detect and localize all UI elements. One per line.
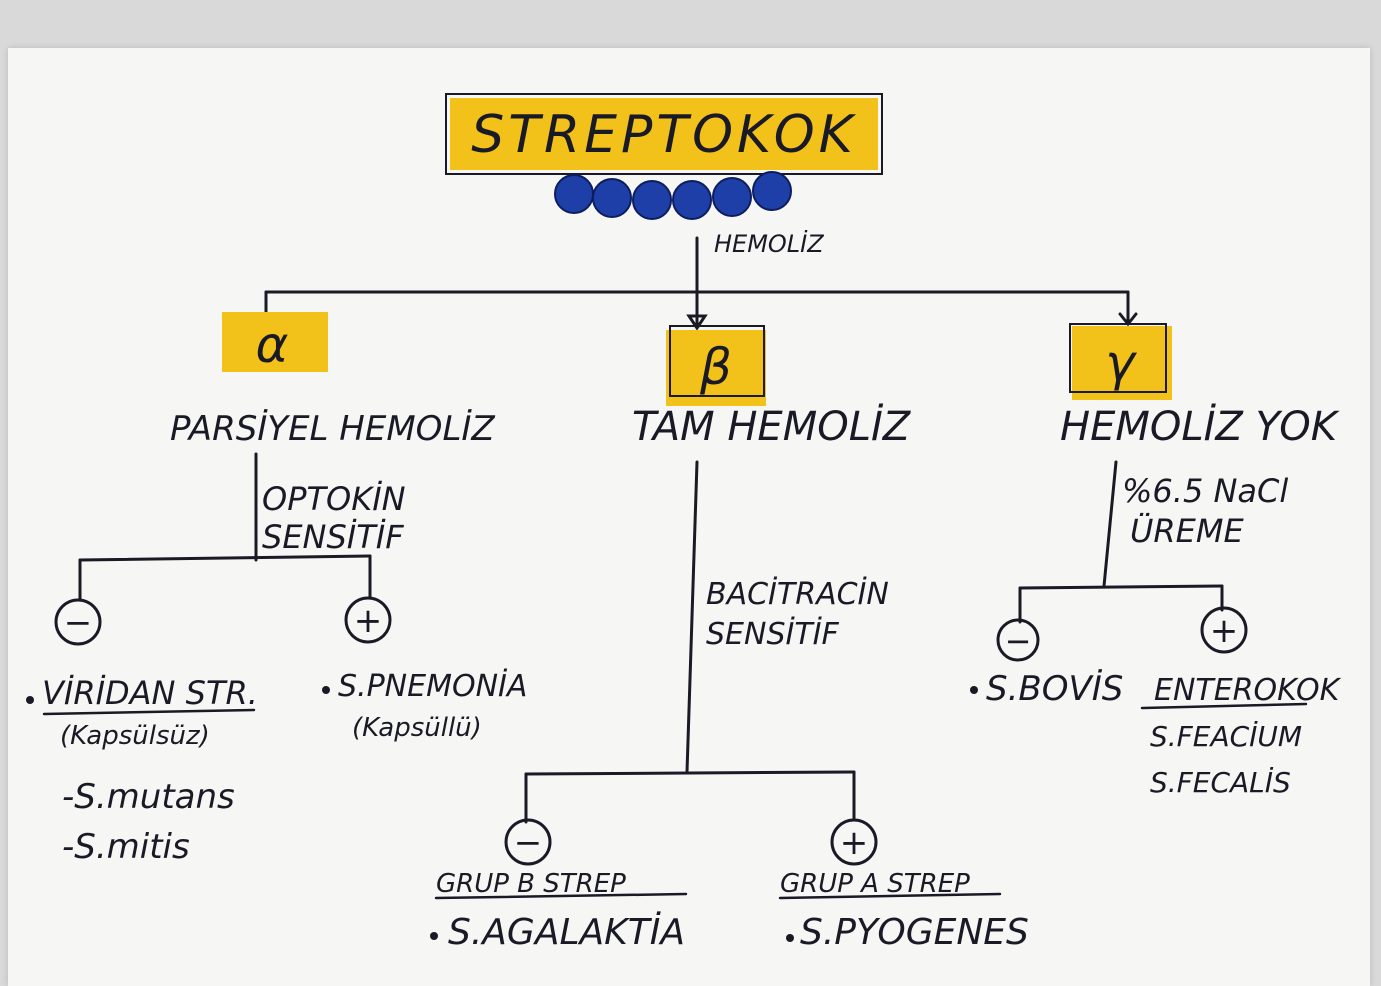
- beta-neg-group: GRUP B STREP: [436, 869, 626, 899]
- gamma-pos-sign: +: [1210, 611, 1239, 651]
- alpha-branch: α PARSİYEL HEMOLİZ OPTOKİN SENSİTİF − + …: [26, 312, 527, 867]
- hemolysis-label: HEMOLİZ: [714, 229, 824, 258]
- cocci-chain-icon: [554, 171, 792, 220]
- beta-test-line1: BACİTRACİN: [706, 576, 889, 612]
- beta-pos-species: S.PYOGENES: [800, 912, 1029, 953]
- alpha-neg-sign: −: [64, 603, 93, 643]
- gamma-symbol: γ: [1105, 334, 1137, 392]
- gamma-neg-species: S.BOVİS: [986, 669, 1123, 709]
- gamma-pos-item-1: S.FEACİUM: [1150, 720, 1302, 753]
- hemolysis-connector: HEMOLİZ: [264, 229, 1138, 331]
- gamma-test-line2: ÜREME: [1130, 512, 1244, 550]
- beta-neg-sign: −: [514, 823, 543, 863]
- alpha-neg-item-1: -S.mutans: [62, 777, 235, 817]
- alpha-neg-item-2: -S.mitis: [62, 827, 190, 867]
- title-text: STREPTOKOK: [471, 105, 857, 165]
- gamma-description: HEMOLİZ YOK: [1060, 402, 1340, 450]
- gamma-test-line1: %6.5 NaCl: [1122, 472, 1288, 510]
- beta-test-line2: SENSİTİF: [706, 616, 840, 652]
- gamma-branch: γ HEMOLİZ YOK %6.5 NaCl ÜREME − + S.BOVİ…: [970, 323, 1342, 799]
- beta-symbol: β: [699, 338, 732, 396]
- gamma-pos-group: ENTEROKOK: [1154, 673, 1342, 708]
- alpha-pos-note: (Kapsüllü): [352, 713, 482, 743]
- alpha-pos-title: S.PNEMONİA: [338, 668, 527, 704]
- beta-branch: β TAM HEMOLİZ BACİTRACİN SENSİTİF − + GR…: [430, 325, 1029, 953]
- alpha-neg-note: (Kapsülsüz): [60, 721, 210, 751]
- alpha-pos-sign: +: [354, 601, 383, 641]
- gamma-pos-item-2: S.FECALİS: [1150, 766, 1291, 799]
- alpha-neg-title: VİRİDAN STR.: [42, 674, 258, 712]
- alpha-description: PARSİYEL HEMOLİZ: [170, 409, 495, 449]
- title-node: STREPTOKOK: [445, 93, 883, 175]
- beta-neg-species: S.AGALAKTİA: [448, 911, 685, 953]
- alpha-test-line1: OPTOKİN: [262, 480, 406, 518]
- alpha-symbol: α: [256, 316, 289, 374]
- alpha-test-line2: SENSİTİF: [262, 518, 404, 556]
- beta-pos-sign: +: [840, 823, 869, 863]
- beta-description: TAM HEMOLİZ: [632, 402, 912, 450]
- gamma-neg-sign: −: [1005, 622, 1032, 660]
